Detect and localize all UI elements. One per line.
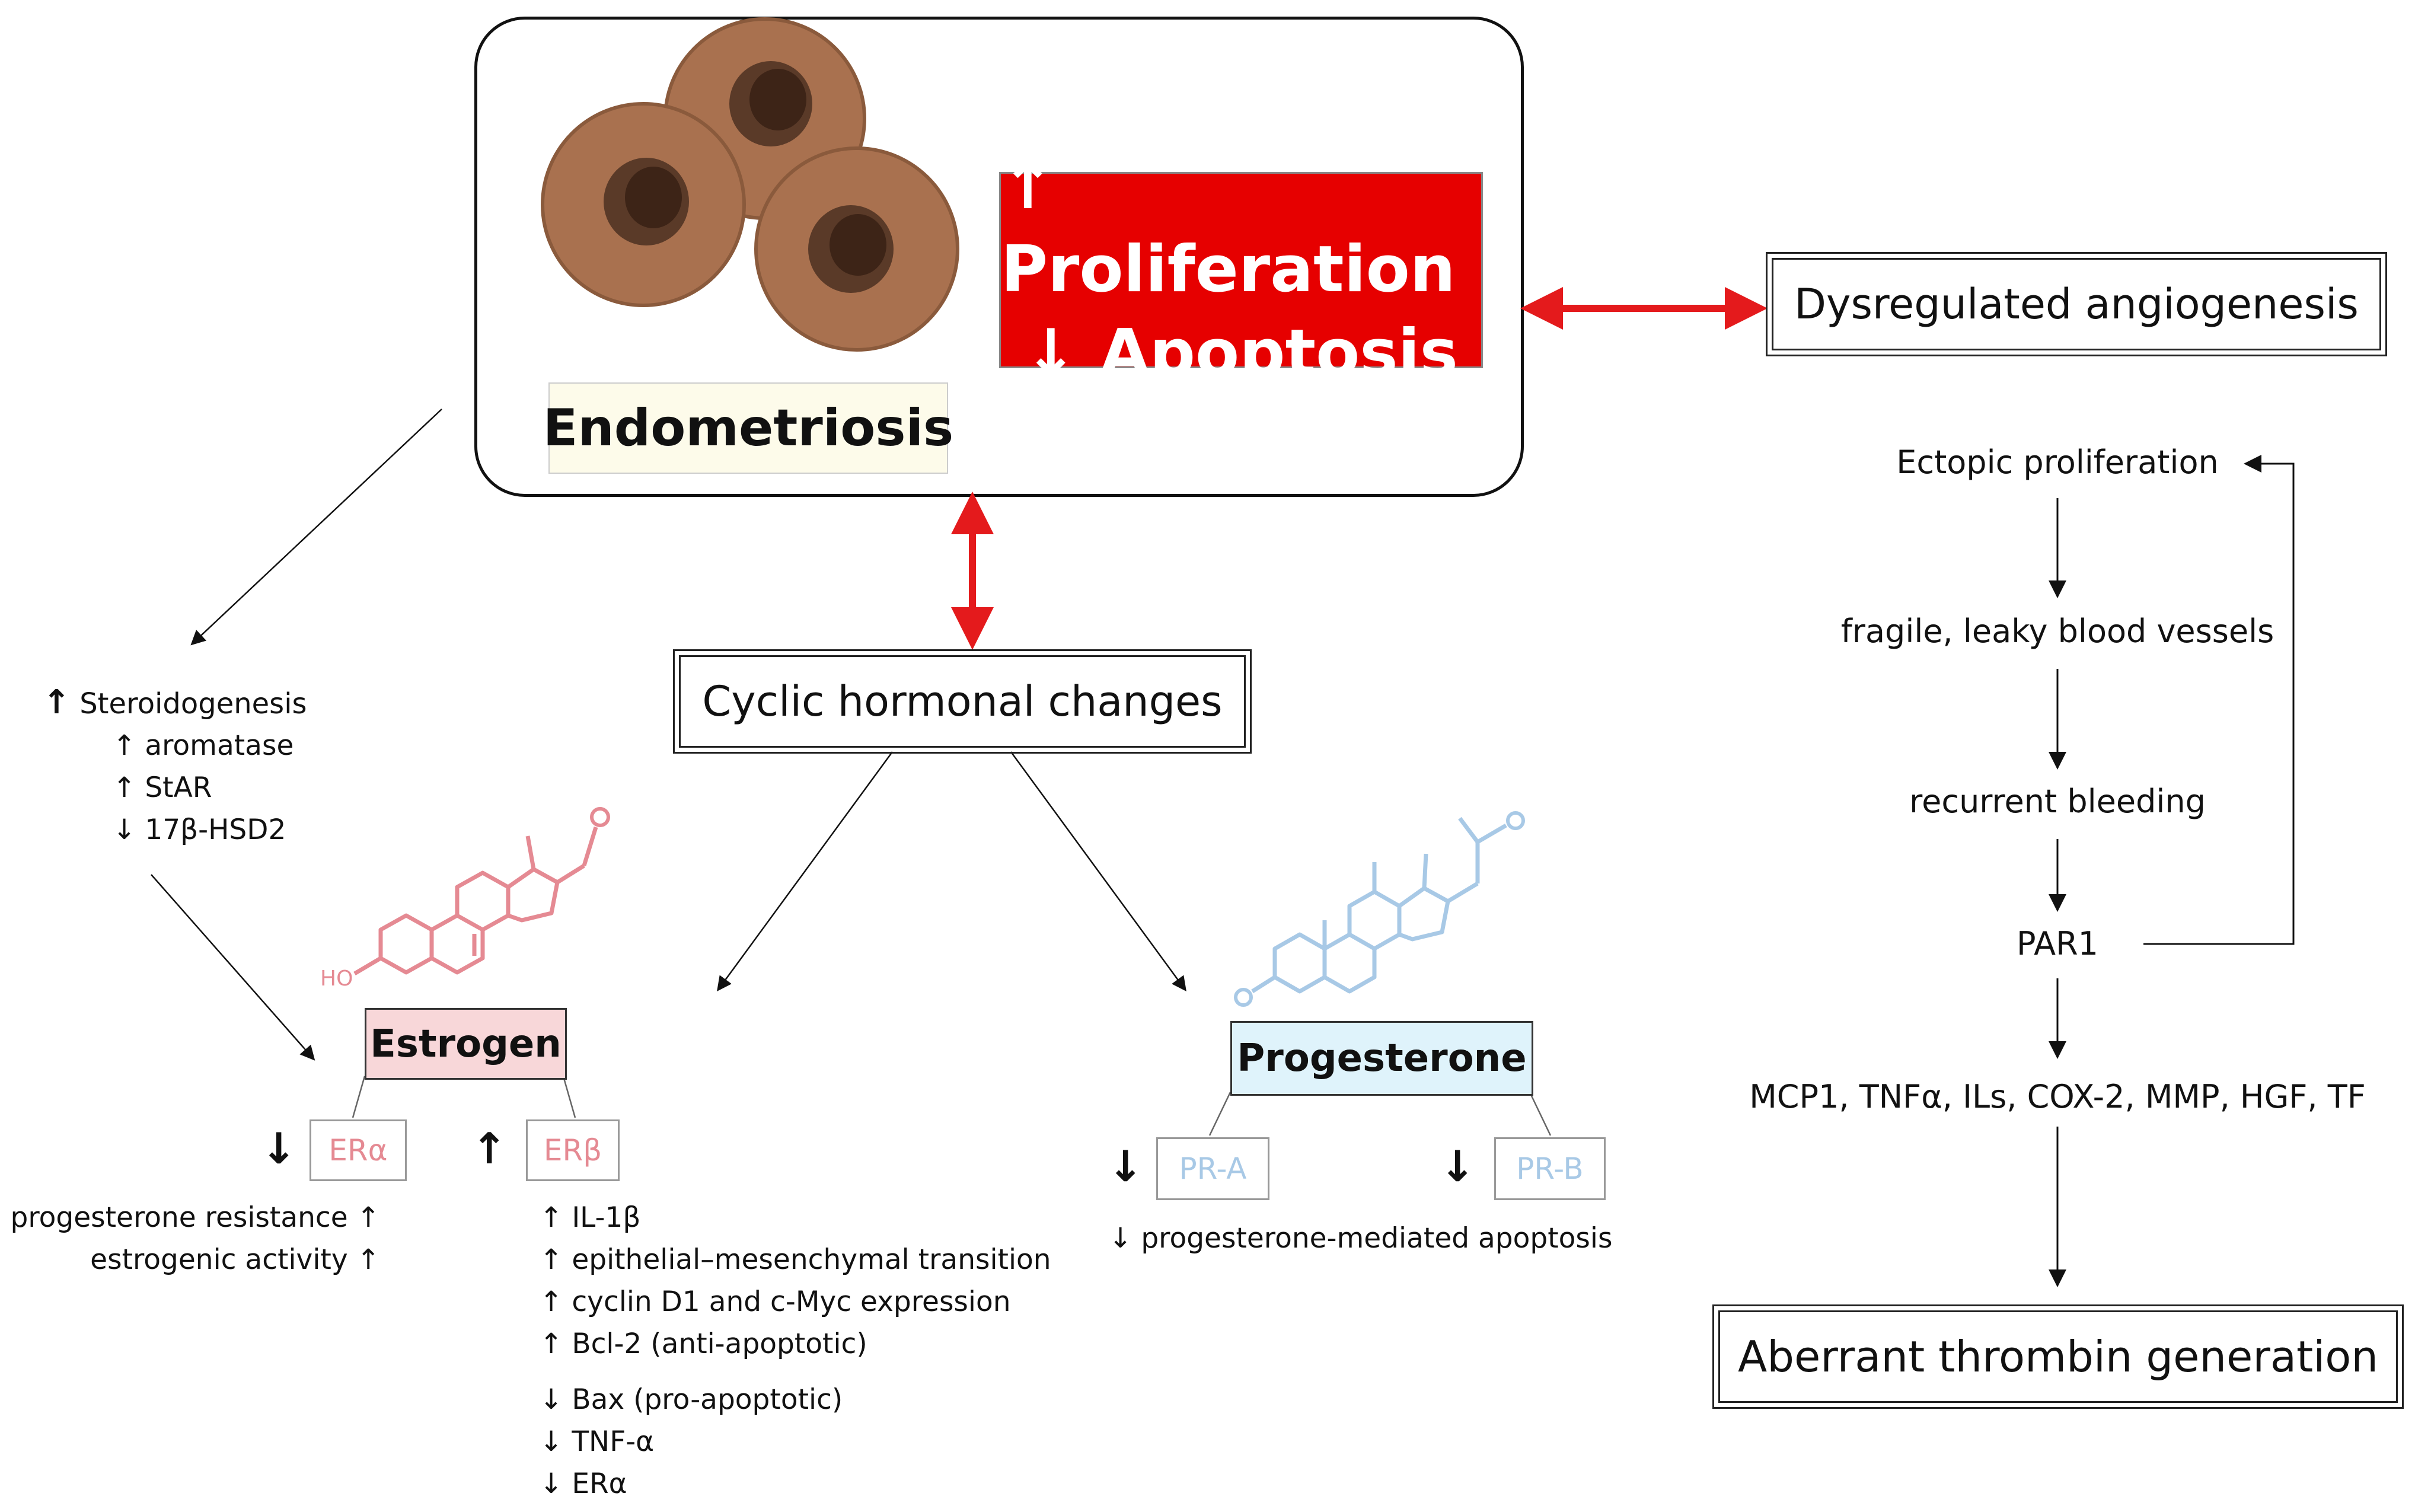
er-beta-effect: ↓ TNF-α	[540, 1425, 655, 1458]
er-beta-arrow: ↑	[471, 1124, 508, 1173]
steroidogenesis-items: ↑ aromatase ↑ StAR ↓ 17β-HSD2	[113, 725, 293, 851]
er-beta-effect: ↑ epithelial–mesenchymal transition	[540, 1243, 1051, 1276]
cyclic-title: Cyclic hormonal changes	[702, 677, 1223, 726]
progesterone-molecule	[1251, 816, 1507, 994]
er-beta-effect: ↓ Bax (pro-apoptotic)	[540, 1383, 843, 1416]
pr-a-box: PR-A	[1156, 1137, 1269, 1200]
arrow-cyclic-to-progesterone	[1010, 751, 1186, 992]
steroidogenesis-heading: ↑ Steroidogenesis	[43, 683, 307, 722]
proliferation-apoptosis-box: ↑ Proliferation ↓ Apoptosis	[999, 149, 1483, 390]
steroidogenesis-item: ↑ aromatase	[113, 729, 294, 762]
er-alpha-arrow: ↓	[261, 1124, 297, 1173]
flow-step-par1: PAR1	[2017, 925, 2098, 962]
angiogenesis-box: Dysregulated angiogenesis	[1766, 252, 2387, 356]
progesterone-oxygen-top	[1506, 811, 1525, 830]
angiogenesis-title: Dysregulated angiogenesis	[1794, 280, 2359, 328]
steroidogenesis-item: ↑ StAR	[113, 771, 212, 804]
endometriosis-label: Endometriosis	[543, 382, 953, 474]
arrow-endo-to-steroidogenesis	[190, 409, 442, 646]
er-beta-effect: ↑ Bcl-2 (anti-apoptotic)	[540, 1328, 867, 1360]
cyclic-box: Cyclic hormonal changes	[673, 649, 1252, 754]
arrow-cyclic-to-estrogen	[717, 751, 894, 992]
steroidogenesis-heading-text: Steroidogenesis	[79, 687, 307, 720]
progesterone-effect: ↓ progesterone-mediated apoptosis	[1109, 1222, 1613, 1255]
cell-left	[541, 102, 746, 307]
flow-step-ectopic: Ectopic proliferation	[1896, 444, 2219, 481]
flow-step-vessels: fragile, leaky blood vessels	[1840, 613, 2274, 650]
flow-step-bleeding: recurrent bleeding	[1909, 783, 2206, 820]
feedback-arrow-par1	[2143, 455, 2295, 945]
er-alpha-effect: progesterone resistance ↑	[10, 1201, 380, 1234]
er-alpha-box: ERα	[310, 1119, 407, 1181]
flow-step-mediators: MCP1, TNFα, ILs, COX-2, MMP, HGF, TF	[1749, 1078, 2366, 1115]
progesterone-label: Progesterone	[1230, 1021, 1533, 1096]
pr-b-box: PR-B	[1494, 1137, 1606, 1200]
estrogen-oxygen	[590, 807, 610, 827]
thrombin-box: Aberrant thrombin generation	[1712, 1304, 2404, 1409]
pr-a-arrow: ↓	[1108, 1141, 1144, 1191]
apoptosis-text: ↓ Apoptosis	[1024, 315, 1458, 390]
er-alpha-effects: progesterone resistance ↑ estrogenic act…	[11, 1197, 380, 1281]
steroidogenesis-item: ↓ 17β-HSD2	[113, 814, 286, 846]
er-beta-effects-down: ↓ Bax (pro-apoptotic) ↓ TNF-α ↓ ERα	[540, 1379, 843, 1505]
pr-b-arrow: ↓	[1440, 1141, 1476, 1191]
thrombin-title: Aberrant thrombin generation	[1738, 1332, 2378, 1382]
estrogen-ho-label: HO	[320, 966, 353, 991]
er-alpha-effect: estrogenic activity ↑	[90, 1243, 380, 1276]
er-beta-box: ERβ	[526, 1119, 620, 1181]
cell-right	[754, 146, 959, 352]
estrogen-molecule	[353, 826, 598, 976]
branch-progesterone	[1208, 1092, 1552, 1136]
er-beta-effect: ↑ cyclin D1 and c-Myc expression	[540, 1285, 1011, 1318]
estrogen-label: Estrogen	[365, 1008, 567, 1080]
branch-estrogen	[352, 1076, 576, 1118]
er-beta-effect: ↑ IL-1β	[540, 1201, 641, 1234]
er-beta-effects-up: ↑ IL-1β ↑ epithelial–mesenchymal transit…	[540, 1197, 1051, 1365]
proliferation-text: ↑ Proliferation	[1001, 149, 1456, 307]
er-beta-effect: ↓ ERα	[540, 1468, 627, 1500]
steroidogenesis-up-arrow: ↑	[43, 683, 71, 722]
progesterone-oxygen-left	[1234, 988, 1253, 1007]
arrow-steroid-to-estrogen	[151, 874, 315, 1061]
